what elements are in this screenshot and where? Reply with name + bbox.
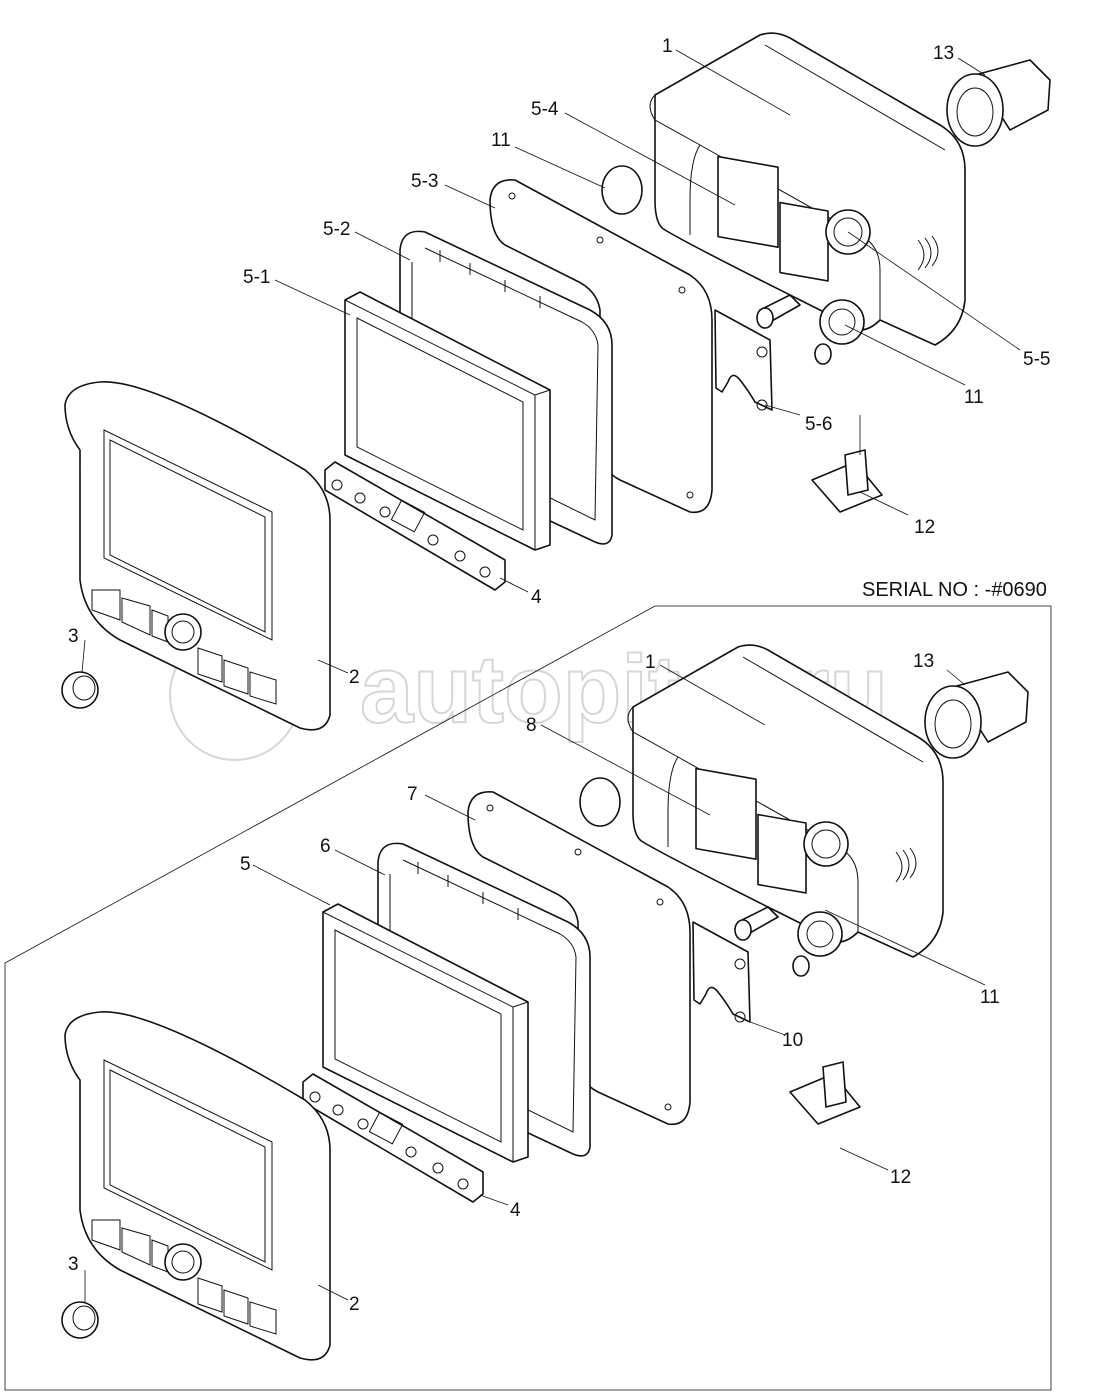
- callout-11: 11: [980, 987, 1000, 1008]
- lower-assembly: [61, 644, 1029, 1361]
- serial-note: SERIAL NO : -#0690: [862, 579, 1047, 601]
- callout-3: 3: [68, 1254, 79, 1275]
- callout-5-1: 5-1: [243, 267, 270, 288]
- callout-1: 1: [662, 36, 673, 57]
- callout-5-6: 5-6: [805, 414, 832, 435]
- callout-11b: 11: [964, 387, 984, 408]
- callout-7: 7: [407, 784, 418, 805]
- callout-5-3: 5-3: [411, 171, 438, 192]
- callout-12: 12: [890, 1167, 911, 1188]
- callout-4: 4: [531, 587, 542, 608]
- callout-6: 6: [320, 836, 331, 857]
- callout-13: 13: [913, 651, 934, 672]
- upper-assembly: [61, 32, 1051, 731]
- callout-8: 8: [526, 715, 537, 736]
- upper-callouts: 1 13 5-4 11 5-3 5-2 5-1 5-5 11 5-6 12 4 …: [68, 36, 1050, 688]
- callout-1: 1: [645, 652, 656, 673]
- lower-callouts: 1 13 8 7 6 5 11 10 12 4 3 2: [68, 651, 1000, 1315]
- callout-3: 3: [68, 626, 79, 647]
- callout-4: 4: [510, 1200, 521, 1221]
- callout-5-4: 5-4: [531, 99, 559, 120]
- callout-12: 12: [914, 517, 935, 538]
- callout-11: 11: [491, 130, 511, 151]
- callout-13: 13: [933, 43, 954, 64]
- callout-5-2: 5-2: [323, 219, 350, 240]
- callout-2: 2: [349, 667, 360, 688]
- serial-range-box: [4, 605, 1052, 1391]
- callout-10: 10: [782, 1030, 803, 1051]
- callout-2: 2: [349, 1294, 360, 1315]
- callout-5: 5: [240, 854, 251, 875]
- callout-5-5: 5-5: [1023, 349, 1050, 370]
